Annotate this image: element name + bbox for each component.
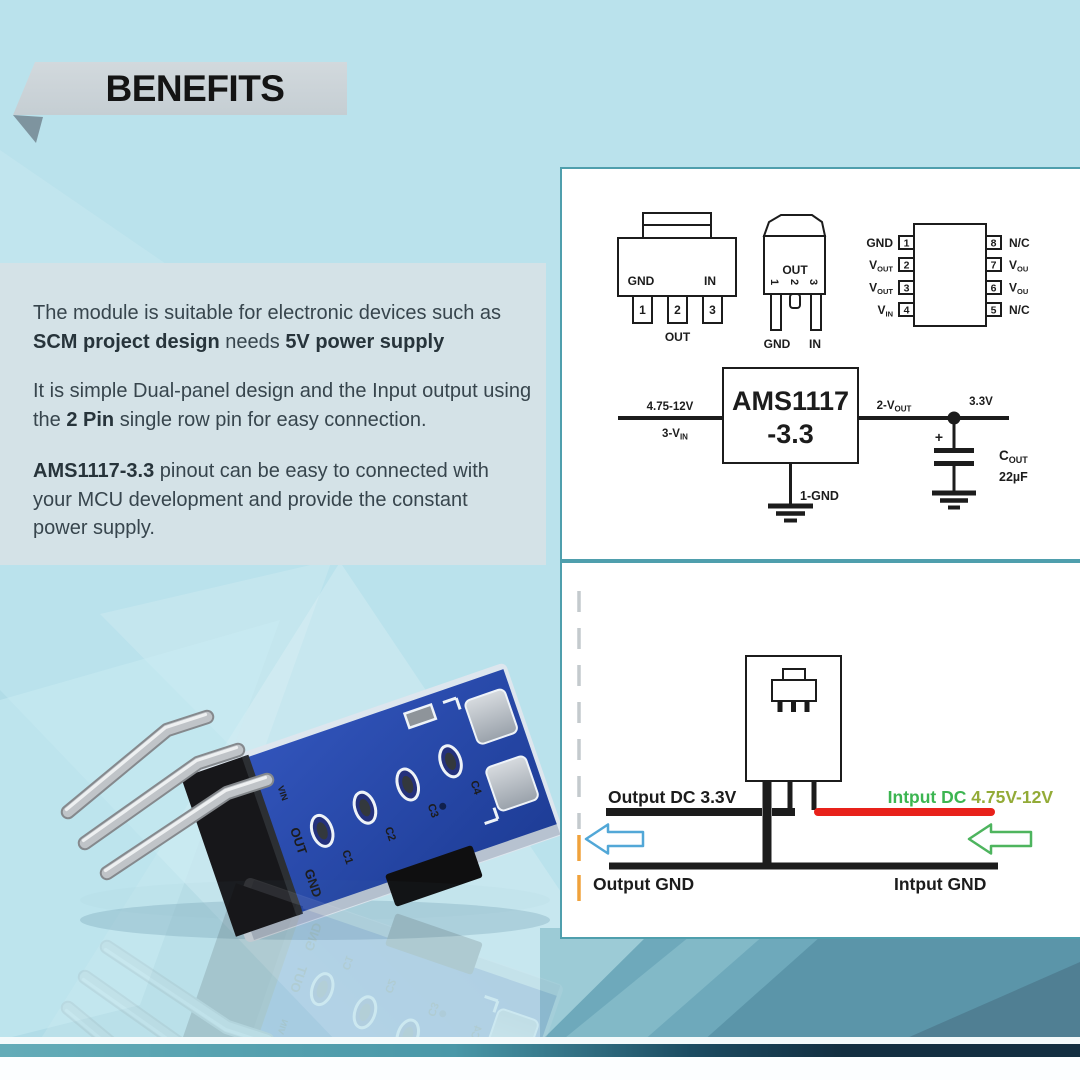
input-gnd-label: Intput GND	[894, 874, 986, 894]
sot223-gnd: GND	[628, 274, 655, 288]
silk-c2: C2	[382, 825, 398, 842]
module-outline	[745, 655, 842, 782]
silk-c3: C3	[425, 802, 441, 819]
footer-accent-band	[0, 1044, 1080, 1057]
svg-text:2: 2	[904, 260, 910, 272]
svg-text:VOU: VOU	[1009, 258, 1028, 274]
output-dc-label: Output DC 3.3V	[608, 787, 737, 807]
svg-text:VOU: VOU	[1009, 281, 1028, 297]
svg-text:3-VIN: 3-VIN	[662, 428, 688, 442]
svg-text:3: 3	[709, 303, 716, 317]
svg-text:VOUT: VOUT	[869, 258, 893, 274]
silk-c4: C4	[467, 779, 483, 797]
svg-text:2: 2	[788, 279, 800, 285]
svg-text:N/C: N/C	[1009, 236, 1030, 250]
benefit-paragraph-2: It is simple Dual-panel design and the I…	[33, 380, 532, 431]
silk-vin: VIN	[276, 784, 290, 801]
gnd-pin-label: 1-GND	[800, 489, 839, 503]
chip-voltage: -3.3	[767, 419, 814, 449]
chip-name: AMS1117	[732, 386, 849, 416]
svg-text:1: 1	[768, 279, 780, 285]
module-photo: VIN OUT GND C1 C2 C3 C4	[15, 663, 580, 1040]
svg-text:8: 8	[991, 238, 997, 250]
ams1117-schematic: AMS1117 -3.3 4.75-12V 3-VIN 2-VOUT 3.3V …	[618, 367, 1028, 523]
pinout-schematic-panel: GND IN 1 2 3 OUT OUT 1 2 3 GND IN 1 2	[560, 167, 1080, 561]
input-dc-label: Intput DC 4.75V-12V	[888, 787, 1054, 807]
svg-text:7: 7	[991, 260, 997, 272]
svg-text:COUT: COUT	[999, 448, 1028, 465]
benefit-paragraph-3: AMS1117-3.3 pinout can be easy to connec…	[33, 460, 489, 539]
benefits-banner	[13, 62, 347, 115]
wiring-drawing: Output DC 3.3V Intput DC 4.75V-12V Outpu…	[577, 591, 1054, 915]
svg-text:2-VOUT: 2-VOUT	[877, 400, 912, 414]
cap-value: 22µF	[999, 470, 1028, 484]
svg-text:5: 5	[991, 305, 997, 317]
sot223-diagram: GND IN 1 2 3 OUT	[617, 212, 737, 344]
svg-text:6: 6	[991, 283, 997, 295]
input-voltage-label: 4.75-12V	[647, 401, 694, 413]
header-pins	[60, 709, 275, 881]
to252-out: OUT	[782, 263, 808, 277]
svg-text:GND: GND	[866, 236, 893, 250]
sot223-in: IN	[704, 274, 716, 288]
output-voltage-label: 3.3V	[969, 396, 993, 408]
benefits-text-panel: The module is suitable for electronic de…	[0, 263, 546, 565]
page-title: BENEFITS	[105, 68, 285, 109]
svg-text:N/C: N/C	[1009, 303, 1030, 317]
output-arrow-icon	[584, 823, 645, 855]
to252-diagram: OUT 1 2 3 GND IN	[762, 214, 827, 351]
footer-white-strip	[0, 1057, 1080, 1080]
svg-text:VIN: VIN	[877, 303, 893, 319]
silk-c1: C1	[339, 849, 355, 866]
cap-polarity: +	[935, 429, 943, 445]
input-arrow-icon	[967, 823, 1033, 855]
to252-gnd: GND	[764, 337, 791, 351]
svg-text:VOUT: VOUT	[869, 281, 893, 297]
svg-text:3: 3	[904, 283, 910, 295]
benefit-paragraph-1: The module is suitable for electronic de…	[33, 302, 502, 353]
pinout-schematic-drawing: GND IN 1 2 3 OUT OUT 1 2 3 GND IN 1 2	[617, 212, 1030, 523]
wiring-panel: Output DC 3.3V Intput DC 4.75V-12V Outpu…	[560, 561, 1080, 939]
footer-divider-light	[0, 1037, 1080, 1044]
svg-text:1: 1	[639, 303, 646, 317]
so8-diagram: 1 2 3 4 8 7 6 5 GND VOUT VOUT VIN N/C VO…	[866, 223, 1030, 327]
svg-text:4: 4	[904, 305, 910, 317]
svg-text:3: 3	[807, 279, 819, 285]
output-gnd-label: Output GND	[593, 874, 694, 894]
to252-in: IN	[809, 337, 821, 351]
sot223-out: OUT	[665, 330, 691, 344]
svg-text:2: 2	[674, 303, 681, 317]
svg-text:1: 1	[904, 238, 910, 250]
